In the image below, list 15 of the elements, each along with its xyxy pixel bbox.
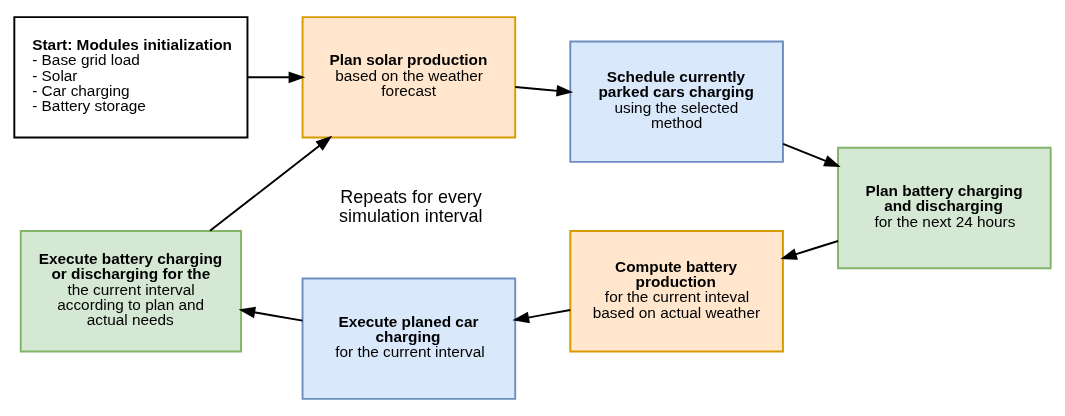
node-box: Schedule currently parked cars charging using the selected method: [569, 40, 784, 163]
label: Repeats for every simulation interval: [339, 187, 483, 227]
node-box: Plan battery charging and discharging for the next 24 hours: [837, 146, 1052, 270]
node-box: Start: Modules initialization - Base grid load - Solar - Car charging - Battery storage: [13, 16, 249, 139]
arrow: [238, 306, 304, 322]
node-box: Plan solar production based on the weather forecast: [301, 16, 517, 139]
arrow: [209, 135, 333, 232]
node-box: Compute battery production for the current inteval based on actual weather: [569, 230, 784, 353]
arrow: [514, 84, 574, 97]
arrow: [246, 71, 306, 84]
node-box: Execute battery charging or discharging for the the current interval according to plan and actual needs: [19, 230, 242, 353]
node-box: Execute planed car charging for the current interval: [301, 277, 517, 400]
arrow: [780, 240, 839, 260]
arrow: [512, 309, 572, 324]
arrow: [782, 142, 841, 167]
